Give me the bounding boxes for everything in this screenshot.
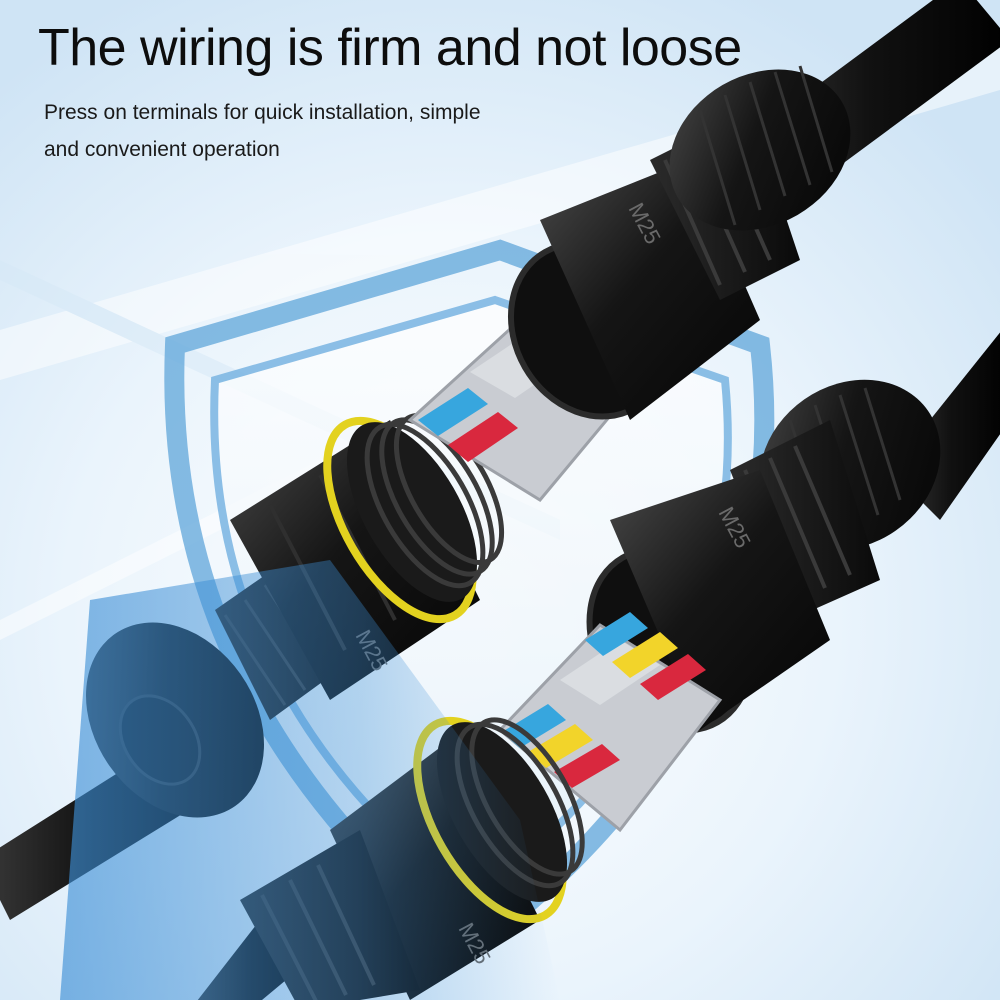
- cable-gland-right: [730, 379, 941, 620]
- lever-blue-2: [418, 388, 488, 436]
- lever-terminal-block-lower: [497, 612, 723, 833]
- lever-yellow-1: [612, 632, 678, 678]
- lever-blue-4: [502, 704, 566, 748]
- blue-overlay: [60, 560, 560, 1000]
- headline: The wiring is firm and not loose: [38, 19, 742, 77]
- lever-red-2: [448, 412, 518, 462]
- subtext-line-1: Press on terminals for quick installatio…: [44, 101, 481, 124]
- lever-red-3: [640, 654, 706, 700]
- connector-body-right-upper: M25: [507, 65, 851, 420]
- lever-red-4: [554, 744, 620, 788]
- subtext-line-2: and convenient operation: [44, 138, 280, 161]
- lever-blue-3: [585, 612, 648, 656]
- lever-yellow-2: [528, 724, 593, 768]
